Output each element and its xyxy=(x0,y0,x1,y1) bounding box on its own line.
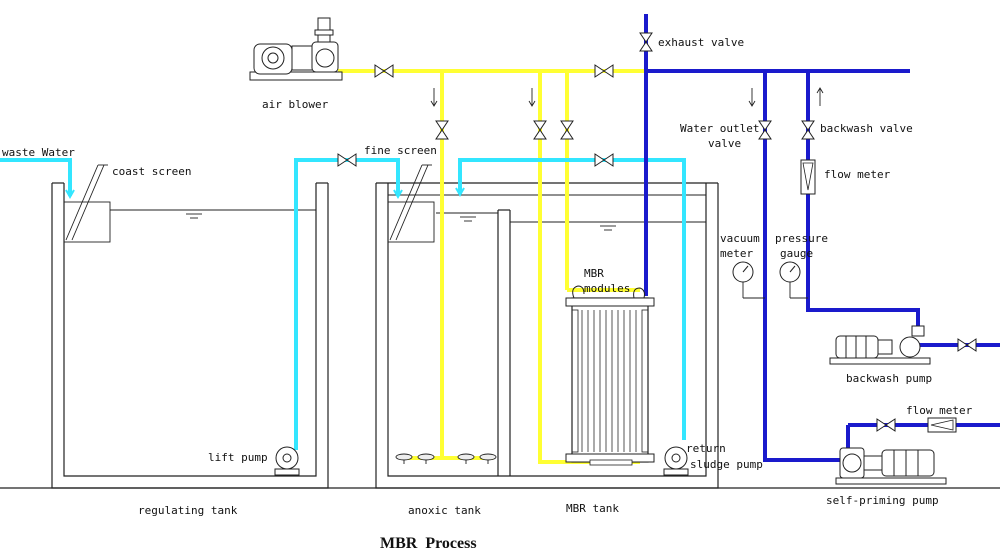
label-regulating-tank: regulating tank xyxy=(138,504,238,517)
mbr-modules xyxy=(565,285,655,466)
label-fine-screen: fine screen xyxy=(364,144,437,157)
label-vacuum-meter-2: meter xyxy=(720,247,753,260)
air-valve-mbr-1 xyxy=(533,120,547,140)
water-arrowheads xyxy=(65,187,465,200)
regulating-tank xyxy=(51,182,329,489)
label-water-outlet-valve-2: valve xyxy=(708,137,741,150)
return-sludge-line xyxy=(458,158,686,440)
label-coast-screen: coast screen xyxy=(112,165,191,178)
flow-meter-bottom xyxy=(927,417,957,433)
return-sludge-pump-icon xyxy=(663,446,689,476)
backwash-line xyxy=(806,71,920,330)
label-backwash-valve: backwash valve xyxy=(820,122,913,135)
labels: waste Water coast screen air blower fine… xyxy=(2,36,973,552)
air-valve-main xyxy=(374,64,394,78)
label-mbr-modules-2: modules xyxy=(584,282,630,295)
air-valve-anoxic xyxy=(435,120,449,140)
valves xyxy=(337,32,977,432)
label-flow-meter-top: flow meter xyxy=(824,168,891,181)
inlet-line xyxy=(0,158,72,196)
label-anoxic-tank: anoxic tank xyxy=(408,504,481,517)
air-flow-arrows xyxy=(430,87,824,107)
label-vacuum-meter-1: vacuum xyxy=(720,232,760,245)
label-pressure-gauge-2: gauge xyxy=(780,247,813,260)
return-valve xyxy=(594,153,614,167)
label-self-priming-pump: self-priming pump xyxy=(826,494,939,507)
anoxic-and-mbr-tank xyxy=(375,182,719,489)
label-mbr-modules-1: MBR xyxy=(584,267,604,280)
label-water-outlet-valve-1: Water outlet xyxy=(680,122,759,135)
diagram-title: MBR Process xyxy=(380,535,477,552)
label-mbr-tank: MBR tank xyxy=(566,502,619,515)
label-backwash-pump: backwash pump xyxy=(846,372,932,385)
lift-valve xyxy=(337,153,357,167)
vacuum-meter xyxy=(732,261,765,299)
self-priming-pump-icon xyxy=(835,447,947,485)
air-valve-exhaust-side xyxy=(594,64,614,78)
water-outlet-valve xyxy=(758,120,772,140)
coast-screen xyxy=(63,164,111,243)
backwash-pump-icon xyxy=(829,325,931,365)
label-flow-meter-bottom: flow meter xyxy=(906,404,973,417)
fine-screen xyxy=(387,164,435,243)
label-air-blower: air blower xyxy=(262,98,329,111)
lift-pump-icon xyxy=(274,446,300,476)
label-waste-water: waste Water xyxy=(2,146,75,159)
label-return-sludge-pump-2: sludge pump xyxy=(690,458,763,471)
selfpriming-valve xyxy=(876,418,896,432)
label-lift-pump: lift pump xyxy=(208,451,268,464)
air-blower-icon xyxy=(249,17,343,81)
air-valve-mbr-2 xyxy=(560,120,574,140)
exhaust-valve xyxy=(639,32,653,52)
lift-line xyxy=(294,158,400,450)
label-exhaust-valve: exhaust valve xyxy=(658,36,744,49)
pressure-gauge xyxy=(779,261,808,299)
flow-meter-top xyxy=(800,159,816,195)
label-return-sludge-pump-1: return xyxy=(686,442,726,455)
backwash-valve xyxy=(801,120,815,140)
outlet-line xyxy=(763,71,846,462)
label-pressure-gauge-1: pressure xyxy=(775,232,828,245)
backwash-pump-valve xyxy=(957,338,977,352)
anoxic-diffusers xyxy=(395,453,497,464)
